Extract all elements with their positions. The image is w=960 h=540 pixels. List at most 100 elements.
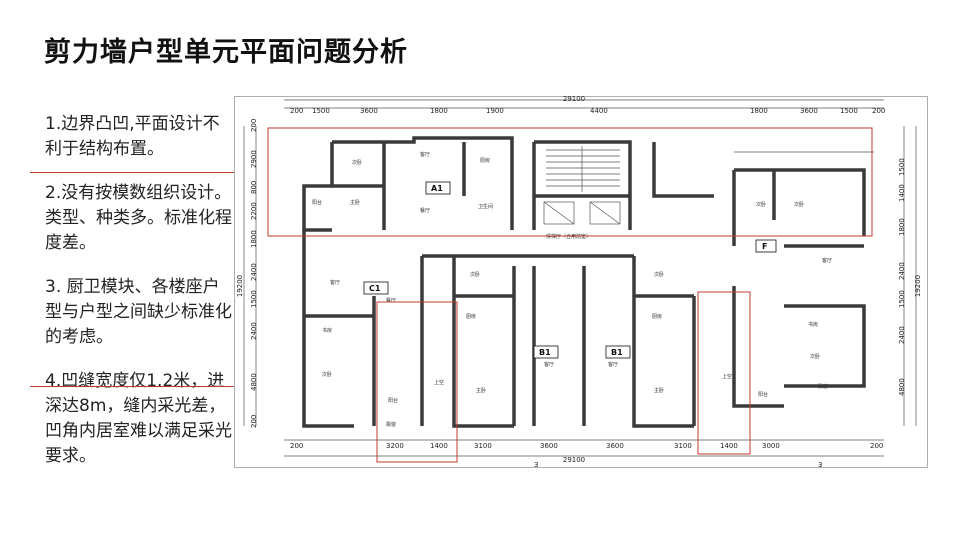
highlight-notch-left <box>376 301 458 463</box>
dim-label: 200 <box>250 415 258 428</box>
unit-tag-b1-left: B1 <box>533 345 559 359</box>
dim-label: 1400 <box>898 184 906 202</box>
dim-label: 3600 <box>360 107 378 115</box>
room-label: 书房 <box>322 327 332 334</box>
room-label: 客厅 <box>420 151 430 158</box>
floor-plan-drawing: 29100 200 1500 3600 1800 1900 4400 1800 … <box>234 96 928 468</box>
room-label: 阳台 <box>312 199 322 206</box>
room-label: 次卧 <box>794 201 804 208</box>
room-label: 厨房 <box>480 157 490 164</box>
page-mark-1: 3 <box>534 461 538 468</box>
room-label: 客厅 <box>544 361 554 368</box>
page-title: 剪力墙户型单元平面问题分析 <box>44 37 408 68</box>
dim-label: 3600 <box>606 442 624 450</box>
stair-treads <box>546 146 620 192</box>
dim-label: 1800 <box>898 218 906 236</box>
highlight-boundary <box>267 127 873 237</box>
dim-label: 200 <box>290 442 303 450</box>
dim-label: 4800 <box>250 373 258 391</box>
room-label: 次卧 <box>810 353 820 360</box>
bullet-list: 1.边界凸凹,平面设计不利于结构布置。 2.没有按模数组织设计。类型、种类多。标… <box>45 112 235 488</box>
room-label: 客厅 <box>608 361 618 368</box>
dim-label: 1400 <box>430 442 448 450</box>
elevator-1 <box>543 201 575 225</box>
bullet-kitchen-bath: 3. 厨卫模块、各楼座户型与户型之间缺少标准化的考虑。 <box>45 277 232 347</box>
unit-tag-b1-right: B1 <box>605 345 631 359</box>
bullet-modulus: 2.没有按模数组织设计。类型、种类多。标准化程度差。 <box>45 183 232 253</box>
svg-text:C1: C1 <box>369 284 381 293</box>
room-label: 阳台 <box>388 397 398 404</box>
dim-label: 1400 <box>720 442 738 450</box>
room-label: 飘窗 <box>818 383 828 390</box>
room-label: 厨房 <box>466 313 476 320</box>
dim-label: 1500 <box>898 158 906 176</box>
dim-label: 2400 <box>250 263 258 281</box>
left-dims: 200 2900 800 2200 1800 2400 1500 2400 48… <box>250 119 258 428</box>
room-label: 书房 <box>808 321 818 328</box>
room-label: 上空 <box>722 373 732 380</box>
room-label: 次卧 <box>322 371 332 378</box>
top-dims: 200 1500 3600 1800 1900 4400 1800 3600 1… <box>290 107 885 115</box>
dim-label: 3000 <box>762 442 780 450</box>
dim-label: 200 <box>870 442 883 450</box>
svg-text:B1: B1 <box>539 348 551 357</box>
svg-text:A1: A1 <box>431 184 443 193</box>
dim-label: 2200 <box>250 202 258 220</box>
elevator-2 <box>589 201 621 225</box>
highlight-notch-right <box>697 291 751 455</box>
dim-label: 2400 <box>250 322 258 340</box>
dim-label: 1900 <box>486 107 504 115</box>
dim-label: 800 <box>250 181 258 194</box>
floor-plan: 29100 200 1500 3600 1800 1900 4400 1800 … <box>234 96 928 468</box>
dim-label: 3100 <box>674 442 692 450</box>
dim-label: 2400 <box>898 262 906 280</box>
callout-line-1 <box>30 172 242 173</box>
top-total-dim: 29100 <box>563 96 585 103</box>
room-label: 厨房 <box>652 313 662 320</box>
dim-label: 1500 <box>312 107 330 115</box>
left-total-dim: 19200 <box>236 275 244 297</box>
bottom-dims: 200 3200 1400 3100 3600 3600 3100 1400 3… <box>290 442 883 450</box>
dim-label: 1500 <box>840 107 858 115</box>
dim-label: 3600 <box>540 442 558 450</box>
dim-label: 4800 <box>898 378 906 396</box>
room-label: 餐厅 <box>386 297 396 304</box>
dim-label: 1500 <box>250 290 258 308</box>
page-mark-2: 3 <box>818 461 822 468</box>
dim-label: 1800 <box>250 230 258 248</box>
walls <box>302 136 866 428</box>
bottom-total-dim: 29100 <box>563 456 585 464</box>
dim-label: 2900 <box>250 150 258 168</box>
dim-label: 1500 <box>898 290 906 308</box>
right-dims: 1500 1400 1800 2400 1500 2400 4800 <box>898 158 906 396</box>
svg-text:B1: B1 <box>611 348 623 357</box>
dim-label: 200 <box>290 107 303 115</box>
room-label: 卫生间 <box>478 203 493 210</box>
room-label: 主卧 <box>350 199 360 206</box>
right-total-dim: 19200 <box>914 275 922 297</box>
dim-label: 4400 <box>590 107 608 115</box>
room-label: 阳台 <box>758 391 768 398</box>
dim-label: 1800 <box>750 107 768 115</box>
room-label: 次卧 <box>352 159 362 166</box>
dim-label: 3600 <box>800 107 818 115</box>
unit-tag-f: F <box>755 239 777 253</box>
room-label: 次卧 <box>654 271 664 278</box>
dim-label: 200 <box>250 119 258 132</box>
room-label: 上空 <box>434 379 444 386</box>
room-label: 客厅 <box>822 257 832 264</box>
room-labels: 次卧 主卧 客厅 餐厅 厨房 阳台 卫生间 候梯厅（合用前室） 客厅 餐厅 书房… <box>312 151 832 428</box>
unit-tag-c1: C1 <box>363 281 389 295</box>
dim-label: 2400 <box>898 326 906 344</box>
bullet-boundary: 1.边界凸凹,平面设计不利于结构布置。 <box>45 114 220 159</box>
room-label: 飘窗 <box>386 421 396 428</box>
dim-label: 200 <box>872 107 885 115</box>
unit-tag-a1: A1 <box>425 181 451 195</box>
room-label: 次卧 <box>756 201 766 208</box>
bullet-notch: 4.凹缝宽度仅1.2米，进深达8m，缝内采光差，凹角内居室难以满足采光要求。 <box>45 371 232 466</box>
room-label: 餐厅 <box>420 207 430 214</box>
room-label: 主卧 <box>476 387 486 394</box>
dim-label: 1800 <box>430 107 448 115</box>
svg-text:F: F <box>762 242 767 251</box>
room-label: 次卧 <box>470 271 480 278</box>
